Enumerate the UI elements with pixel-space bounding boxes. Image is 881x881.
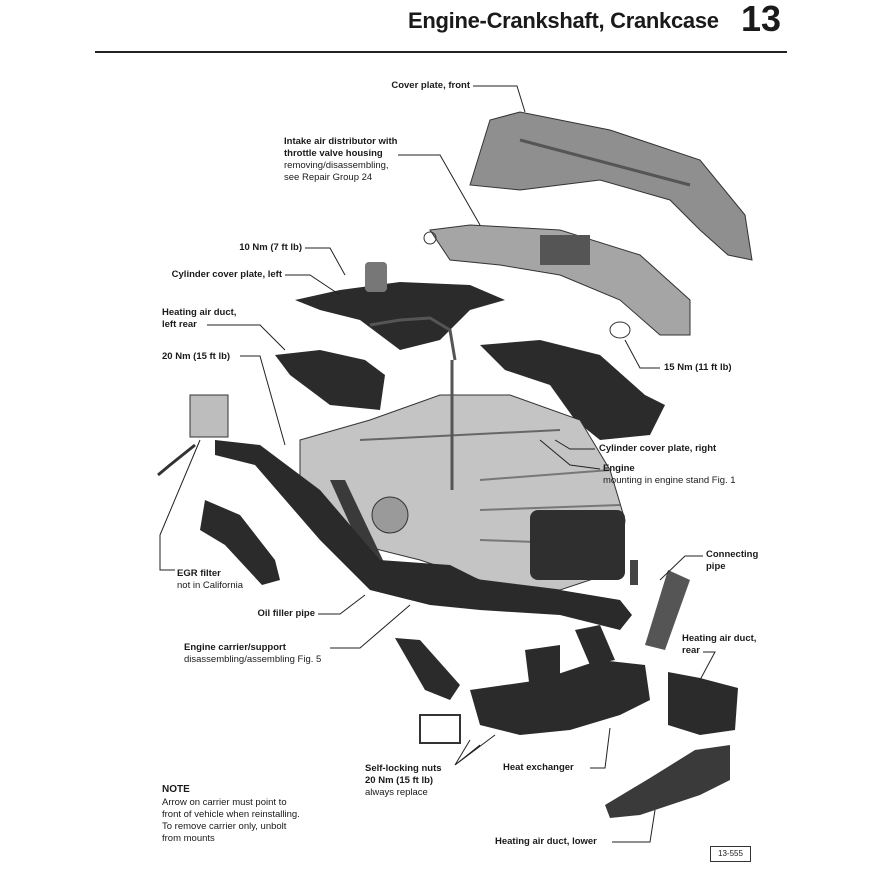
label-connecting-pipe: Connecting pipe (706, 549, 759, 572)
label-egr-filter: EGR filter not in California (177, 568, 244, 591)
label-heat-exchanger: Heat exchanger (503, 762, 574, 773)
note-text: Arrow on carrier must point to front of … (162, 797, 300, 844)
figure-reference-number: 13-555 (710, 846, 751, 862)
label-self-locking-nuts: Self-locking nuts 20 Nm (15 ft lb) alway… (365, 763, 442, 798)
cylinder-cover-left-part (295, 282, 505, 350)
leader-lines (159, 85, 716, 843)
left-hose-part (200, 500, 280, 585)
label-engine-carrier: Engine carrier/support disassembling/ass… (184, 642, 322, 665)
heating-duct-rear-part (668, 672, 738, 735)
label-torque-20nm: 20 Nm (15 ft lb) (162, 351, 231, 362)
note-heading: NOTE (162, 784, 190, 795)
label-intake-distributor: Intake air distributor with throttle val… (284, 136, 398, 183)
heating-duct-left-rear-part (275, 350, 385, 410)
engine-carrier-part (215, 440, 632, 630)
label-engine: Engine mounting in engine stand Fig. 1 (603, 463, 736, 486)
label-heating-duct-rear: Heating air duct, rear (682, 633, 757, 656)
front-cover-plate-part (469, 111, 753, 261)
label-heating-duct-lower: Heating air duct, lower (495, 836, 597, 847)
heating-duct-lower-part (605, 745, 730, 818)
cylinder-cover-right-part (480, 340, 665, 440)
label-torque-15nm: 15 Nm (11 ft lb) (664, 362, 732, 373)
egr-filter-part (189, 394, 229, 438)
heat-exchanger-part (470, 660, 650, 735)
label-torque-10nm: 10 Nm (7 ft lb) (239, 242, 302, 253)
page-title: Engine-Crankshaft, Crankcase (408, 8, 719, 33)
header-rule (95, 51, 787, 53)
label-heating-duct-left-rear: Heating air duct, left rear (162, 307, 237, 330)
intake-distributor-part (429, 224, 691, 336)
label-cylinder-cover-right: Cylinder cover plate, right (599, 443, 717, 454)
label-oil-filler-pipe: Oil filler pipe (257, 608, 315, 619)
label-cover-plate-front: Cover plate, front (391, 80, 470, 91)
chapter-number: 13 (741, 0, 782, 39)
connecting-pipe-part (645, 570, 690, 650)
label-cylinder-cover-left: Cylinder cover plate, left (171, 269, 282, 280)
